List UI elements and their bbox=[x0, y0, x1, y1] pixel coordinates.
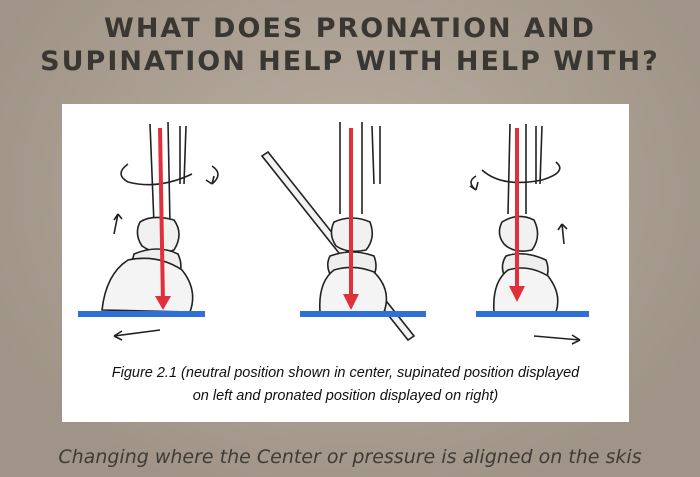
supinated-ski-base bbox=[78, 311, 205, 317]
neutral-foot-illustration bbox=[260, 122, 416, 342]
caption-line-2: on left and pronated position displayed … bbox=[192, 388, 499, 404]
supinated-pressure-line bbox=[158, 127, 165, 305]
title-line-2: SUPINATION HELP WITH HELP WITH? bbox=[40, 46, 660, 77]
supinated-pressure-arrowhead bbox=[155, 296, 171, 310]
caption-line-1: Figure 2.1 (neutral position shown in ce… bbox=[111, 365, 580, 381]
figure: Figure 2.1 (neutral position shown in ce… bbox=[62, 104, 629, 422]
supinated-foot-illustration bbox=[101, 121, 219, 313]
neutral-pressure-arrowhead bbox=[343, 294, 359, 310]
pronated-direction-arrow bbox=[533, 334, 581, 345]
figure-caption: Figure 2.1 (neutral position shown in ce… bbox=[62, 362, 629, 408]
title-line-1: WHAT DOES PRONATION AND bbox=[104, 13, 596, 44]
figure-illustration bbox=[78, 121, 589, 345]
supinated-direction-arrow bbox=[113, 329, 161, 341]
pronated-pressure-arrowhead bbox=[509, 286, 525, 302]
slide-title: WHAT DOES PRONATION AND SUPINATION HELP … bbox=[0, 12, 700, 78]
neutral-ski-base bbox=[300, 311, 426, 317]
pronated-ski-base bbox=[476, 311, 589, 317]
slide-subtitle: Changing where the Center or pressure is… bbox=[58, 446, 642, 468]
